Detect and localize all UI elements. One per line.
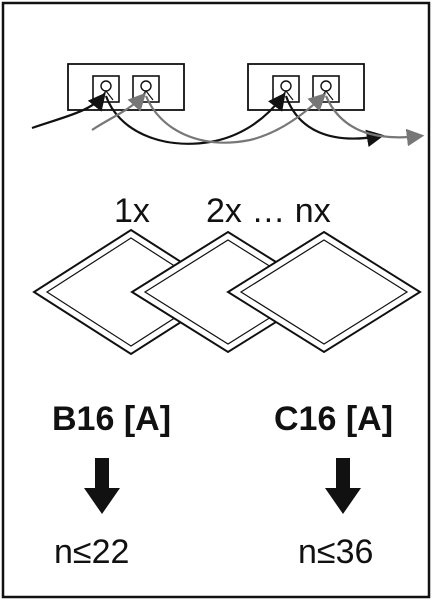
arrow-down-icon bbox=[84, 458, 120, 514]
limit-b16-label: n≤22 bbox=[54, 533, 130, 571]
wire-gray bbox=[91, 92, 425, 147]
breaker-b16-label: B16 [A] bbox=[52, 400, 172, 438]
arrow-down-icon bbox=[325, 458, 361, 514]
count-first-label: 1x bbox=[114, 192, 150, 230]
junction-box-2 bbox=[247, 63, 365, 111]
count-rest-label: 2x … nx bbox=[206, 192, 331, 230]
limit-c16-label: n≤36 bbox=[298, 533, 374, 571]
breaker-c16-label: C16 [A] bbox=[274, 400, 394, 438]
panel-3 bbox=[226, 230, 422, 354]
junction-box-1 bbox=[67, 63, 185, 111]
